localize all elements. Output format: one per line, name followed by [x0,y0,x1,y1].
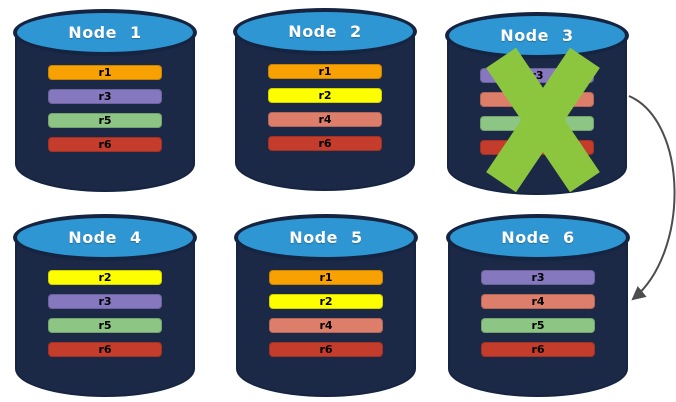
replica-bar-r1: r1 [269,270,383,285]
replica-label: r6 [98,138,112,151]
replica-bar-r1: r1 [48,65,162,80]
replica-label: r4 [319,319,333,332]
node-2-cylinder-top: Node 2 [233,8,417,55]
replica-bar-r6: r6 [48,137,162,152]
replica-label: r3 [98,295,112,308]
node-5: Node 5 r1 r2 r4 r6 [234,214,418,397]
node-5-cylinder-top: Node 5 [234,214,418,261]
node-1-replica-list: r1 r3 r5 r6 [13,65,197,152]
replica-bar-r6: r6 [481,342,595,357]
replica-bar-r5: r5 [48,318,162,333]
replica-label: r3 [531,271,545,284]
replica-bar-r5: r5 [48,113,162,128]
replica-bar-r3: r3 [48,89,162,104]
replica-label: r5 [98,114,112,127]
replica-bar-r6: r6 [269,342,383,357]
replica-label: r2 [318,89,332,102]
replica-bar-r2: r2 [269,294,383,309]
node-6-cylinder-body [448,237,628,397]
node-6-replica-list: r3 r4 r5 r6 [446,270,630,357]
replica-label: r5 [531,319,545,332]
failover-arrow-path [628,95,676,301]
replica-bar-r6: r6 [48,342,162,357]
replica-bar-r3: r3 [48,294,162,309]
replica-label: r6 [318,137,332,150]
replica-bar-r2: r2 [48,270,162,285]
replica-bar-r1: r1 [268,64,382,79]
node-6: Node 6 r3 r4 r5 r6 [446,214,630,397]
node-2-title: Node 2 [288,22,362,41]
replica-bar-r4: r4 [269,318,383,333]
replica-label: r1 [319,271,333,284]
replica-bar-r4: r4 [481,294,595,309]
node-2-replica-list: r1 r2 r4 r6 [233,64,417,151]
replica-label: r1 [98,66,112,79]
node-4-title: Node 4 [68,228,142,247]
replica-label: r6 [98,343,112,356]
replica-bar-r4: r4 [268,112,382,127]
node-6-cylinder-top: Node 6 [446,214,630,261]
replica-bar-r5: r5 [481,318,595,333]
node-6-title: Node 6 [501,228,575,247]
node-3-cylinder-top: Node 3 [445,12,629,59]
node-failure-x-icon [445,12,629,195]
replica-bar-r6: r6 [268,136,382,151]
node-1-cylinder-top: Node 1 [13,9,197,56]
replica-label: r5 [98,319,112,332]
node-3: Node 3 r3 r4 r5 r6 [445,12,629,195]
replica-label: r1 [318,65,332,78]
node-4-cylinder-top: Node 4 [13,214,197,261]
replica-label: r2 [319,295,333,308]
replica-label: r4 [531,295,545,308]
node-5-title: Node 5 [289,228,363,247]
node-4: Node 4 r2 r3 r5 r6 [13,214,197,397]
replica-label: r4 [318,113,332,126]
node-1-title: Node 1 [68,23,142,42]
replica-label: r2 [98,271,112,284]
replica-label: r6 [531,343,545,356]
node-3-title: Node 3 [500,26,574,45]
node-5-replica-list: r1 r2 r4 r6 [234,270,418,357]
replica-bar-r3: r3 [481,270,595,285]
replica-label: r6 [319,343,333,356]
node-2-cylinder-body [235,31,415,191]
node-4-replica-list: r2 r3 r5 r6 [13,270,197,357]
node-2: Node 2 r1 r2 r4 r6 [233,8,417,191]
node-4-cylinder-body [15,237,195,397]
node-5-cylinder-body [236,237,416,397]
node-1: Node 1 r1 r3 r5 r6 [13,9,197,192]
replica-label: r3 [98,90,112,103]
replica-bar-r2: r2 [268,88,382,103]
